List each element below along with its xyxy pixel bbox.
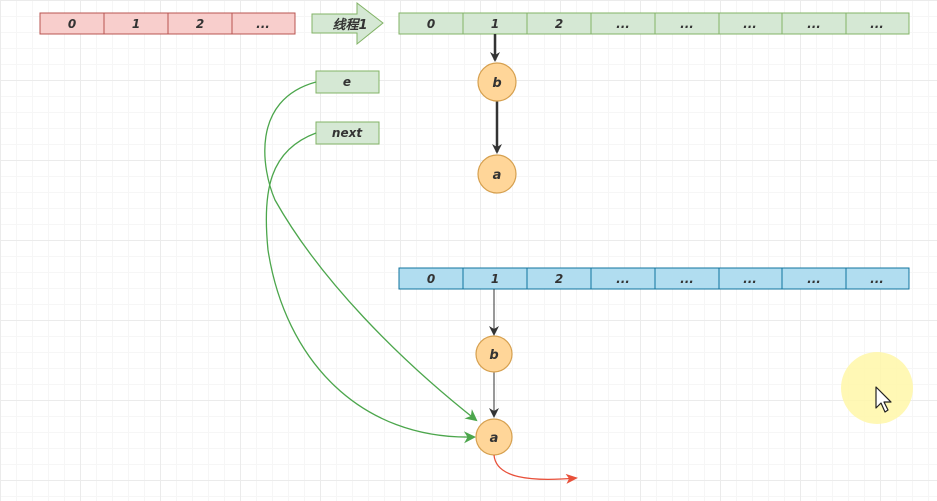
new-node-a: a xyxy=(475,418,513,456)
block-arrow-icon xyxy=(311,1,384,46)
a-next-red-arrow xyxy=(493,454,578,484)
thread-table-cell-label: ... xyxy=(743,17,757,31)
new-table-cell: 0 xyxy=(398,267,464,290)
thread-table-cell: 0 xyxy=(398,12,464,35)
new-table-cell: ... xyxy=(718,267,783,290)
node-label: b xyxy=(489,348,498,363)
new-node-b: b xyxy=(475,335,513,373)
thread-label: 线程1 xyxy=(332,17,367,33)
e-pointer-box: e xyxy=(315,70,380,94)
thread-table-cell-label: ... xyxy=(870,17,884,31)
next-pointer-label: next xyxy=(332,126,363,140)
old-table-cell-label: 0 xyxy=(68,17,76,31)
new-table-cell: 1 xyxy=(462,267,528,290)
thread-table-cell: ... xyxy=(654,12,720,35)
thread-table-cell-label: ... xyxy=(616,17,630,31)
e-pointer-label: e xyxy=(343,75,351,89)
thread-arrow: 线程1 xyxy=(311,1,384,46)
old-table-cell: 2 xyxy=(167,12,233,35)
old-table-cell: 0 xyxy=(39,12,105,35)
new-table-cell-label: ... xyxy=(743,272,757,286)
new-table-cell: ... xyxy=(781,267,847,290)
old-table-cell: 1 xyxy=(103,12,169,35)
new-table-cell: ... xyxy=(654,267,720,290)
thread-table-cell-label: ... xyxy=(680,17,694,31)
next-pointer-box: next xyxy=(315,121,380,145)
old-table-cell-label: 1 xyxy=(132,17,140,31)
e-pointer-curve xyxy=(264,81,478,422)
old-table-cell-label: 2 xyxy=(196,17,204,31)
thread-table: 0 1 2 ... ... ... xyxy=(398,12,910,35)
node-label: a xyxy=(490,431,499,446)
old-table: 0 1 2 ... xyxy=(39,12,296,35)
thread-table-cell: ... xyxy=(781,12,847,35)
thread-node-b: b xyxy=(477,62,517,102)
thread-table-cell: ... xyxy=(590,12,656,35)
next-pointer-curve xyxy=(265,132,476,444)
new-table: 0 1 2 ... ... ... xyxy=(398,267,910,290)
node-label: a xyxy=(493,168,502,183)
new-table-cell-label: ... xyxy=(680,272,694,286)
thread-node-a: a xyxy=(477,154,517,194)
new-table-cell-label: ... xyxy=(807,272,821,286)
thread-table-cell: ... xyxy=(845,12,910,35)
new-table-cell-label: ... xyxy=(616,272,630,286)
thread-table-cell-label: 1 xyxy=(491,17,499,31)
thread-table-cell-label: 0 xyxy=(427,17,435,31)
mouse-pointer-icon xyxy=(875,386,892,413)
thread-table-cell-label: ... xyxy=(807,17,821,31)
new-table-cell-label: 2 xyxy=(555,272,563,286)
new-table-cell-label: ... xyxy=(870,272,884,286)
node-label: b xyxy=(492,76,501,91)
new-table-cell: 2 xyxy=(526,267,592,290)
new-table-cell: ... xyxy=(590,267,656,290)
thread-table-cell: 1 xyxy=(462,12,528,35)
old-table-cell: ... xyxy=(231,12,296,35)
thread-table-cell: ... xyxy=(718,12,783,35)
new-table-cell-label: 0 xyxy=(427,272,435,286)
thread-table-cell-label: 2 xyxy=(555,17,563,31)
thread-table-cell: 2 xyxy=(526,12,592,35)
new-table-cell: ... xyxy=(845,267,910,290)
old-table-cell-label: ... xyxy=(256,17,270,31)
new-table-cell-label: 1 xyxy=(491,272,499,286)
